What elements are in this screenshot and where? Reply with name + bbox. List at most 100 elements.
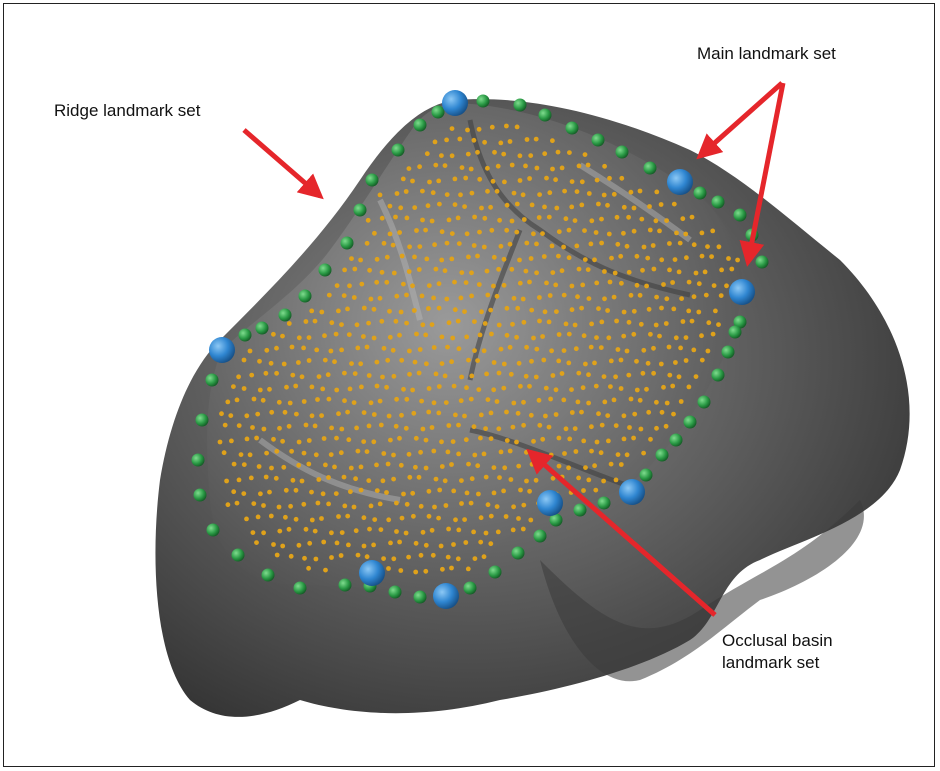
basin-landmark-point [280,334,285,339]
basin-landmark-point [627,320,632,325]
basin-landmark-point [575,189,580,194]
basin-landmark-point [524,450,529,455]
basin-landmark-point [459,296,464,301]
basin-landmark-point [554,387,559,392]
basin-landmark-point [612,295,617,300]
basin-landmark-point [231,489,236,494]
basin-landmark-point [601,479,606,484]
basin-landmark-point [242,386,247,391]
basin-landmark-point [684,335,689,340]
basin-landmark-point [512,191,517,196]
basin-landmark-point [635,254,640,259]
basin-landmark-point [399,463,404,468]
basin-landmark-point [413,465,418,470]
basin-landmark-point [476,492,481,497]
basin-landmark-point [249,373,254,378]
basin-landmark-point [596,202,601,207]
basin-landmark-point [670,280,675,285]
basin-landmark-point [439,544,444,549]
basin-landmark-point [516,464,521,469]
basin-landmark-point [473,556,478,561]
basin-landmark-point [570,410,575,415]
basin-landmark-point [281,465,286,470]
basin-landmark-point [398,568,403,573]
basin-landmark-point [608,280,613,285]
basin-landmark-point [228,413,233,418]
basin-landmark-point [440,361,445,366]
basin-landmark-point [521,297,526,302]
basin-landmark-point [427,489,432,494]
basin-landmark-point [569,205,574,210]
basin-landmark-point [432,505,437,510]
basin-landmark-point [621,231,626,236]
basin-landmark-point [567,255,572,260]
ridge-landmark-point [722,346,735,359]
basin-landmark-point [627,425,632,430]
basin-landmark-point [410,388,415,393]
basin-landmark-point [614,423,619,428]
basin-landmark-point [277,505,282,510]
basin-landmark-point [290,373,295,378]
basin-landmark-point [646,361,651,366]
basin-landmark-point [632,309,637,314]
basin-landmark-point [521,423,526,428]
basin-landmark-point [504,410,509,415]
basin-landmark-point [485,166,490,171]
basin-landmark-point [280,439,285,444]
ridge-landmark-point [239,329,252,342]
ridge-landmark-point [712,369,725,382]
basin-landmark-point [392,271,397,276]
basin-landmark-point [535,166,540,171]
basin-landmark-point [378,399,383,404]
basin-landmark-point [451,439,456,444]
basin-landmark-point [432,400,437,405]
basin-landmark-point [224,479,229,484]
basin-landmark-point [430,322,435,327]
basin-landmark-point [472,138,477,143]
basin-landmark-point [352,505,357,510]
basin-landmark-point [608,384,613,389]
basin-landmark-point [583,362,588,367]
basin-landmark-point [424,543,429,548]
basin-landmark-point [302,399,307,404]
basin-landmark-point [582,333,587,338]
basin-landmark-point [488,205,493,210]
basin-landmark-point [304,319,309,324]
basin-landmark-point [400,516,405,521]
basin-landmark-point [449,566,454,571]
basin-landmark-point [374,463,379,468]
basin-landmark-point [444,138,449,143]
basin-landmark-point [528,518,533,523]
basin-landmark-point [554,309,559,314]
basin-landmark-point [336,411,341,416]
basin-landmark-point [323,463,328,468]
basin-landmark-point [366,478,371,483]
basin-landmark-point [692,294,697,299]
basin-landmark-point [491,387,496,392]
basin-landmark-point [391,453,396,458]
basin-landmark-point [412,308,417,313]
basin-landmark-point [479,515,484,520]
basin-landmark-point [674,335,679,340]
basin-landmark-point [504,514,509,519]
basin-landmark-point [609,359,614,364]
basin-landmark-point [334,436,339,441]
basin-landmark-point [407,372,412,377]
basin-landmark-point [586,163,591,168]
basin-landmark-point [589,242,594,247]
basin-landmark-point [527,489,532,494]
basin-landmark-point [515,202,520,207]
basin-landmark-point [293,384,298,389]
basin-landmark-point [319,413,324,418]
basin-landmark-point [510,163,515,168]
basin-landmark-point [478,436,483,441]
basin-landmark-point [367,373,372,378]
basin-landmark-point [581,488,586,493]
basin-landmark-point [671,307,676,312]
basin-landmark-point [482,348,487,353]
basin-landmark-point [541,358,546,363]
basin-landmark-point [296,463,301,468]
basin-landmark-point [478,540,483,545]
basin-landmark-point [323,358,328,363]
basin-landmark-point [414,436,419,441]
